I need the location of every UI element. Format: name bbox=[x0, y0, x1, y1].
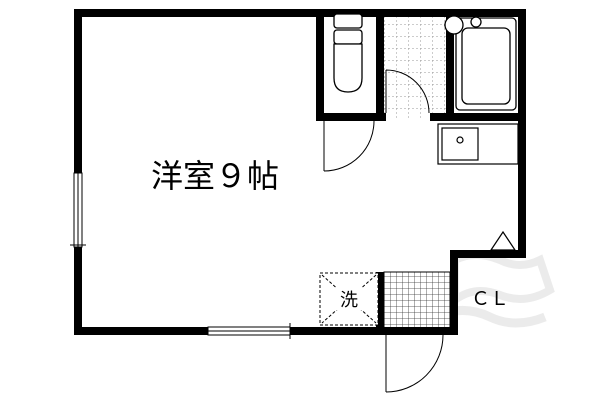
kitchen-sink bbox=[437, 123, 519, 165]
closet-label: ＣＬ bbox=[471, 288, 509, 310]
entrance-grate bbox=[383, 271, 451, 329]
washer-spot bbox=[319, 272, 379, 326]
walls bbox=[74, 9, 526, 335]
main-room-label: 洋室９帖 bbox=[151, 157, 279, 195]
washer-label: 洗 bbox=[340, 290, 358, 311]
toilet-fixture bbox=[333, 13, 363, 93]
bathroom-tile-floor bbox=[384, 14, 452, 118]
closet-arrow-icon bbox=[489, 230, 517, 251]
bottom-window bbox=[207, 323, 291, 339]
left-window bbox=[70, 172, 86, 248]
doors bbox=[323, 69, 444, 393]
bathtub-fixture bbox=[444, 15, 517, 111]
